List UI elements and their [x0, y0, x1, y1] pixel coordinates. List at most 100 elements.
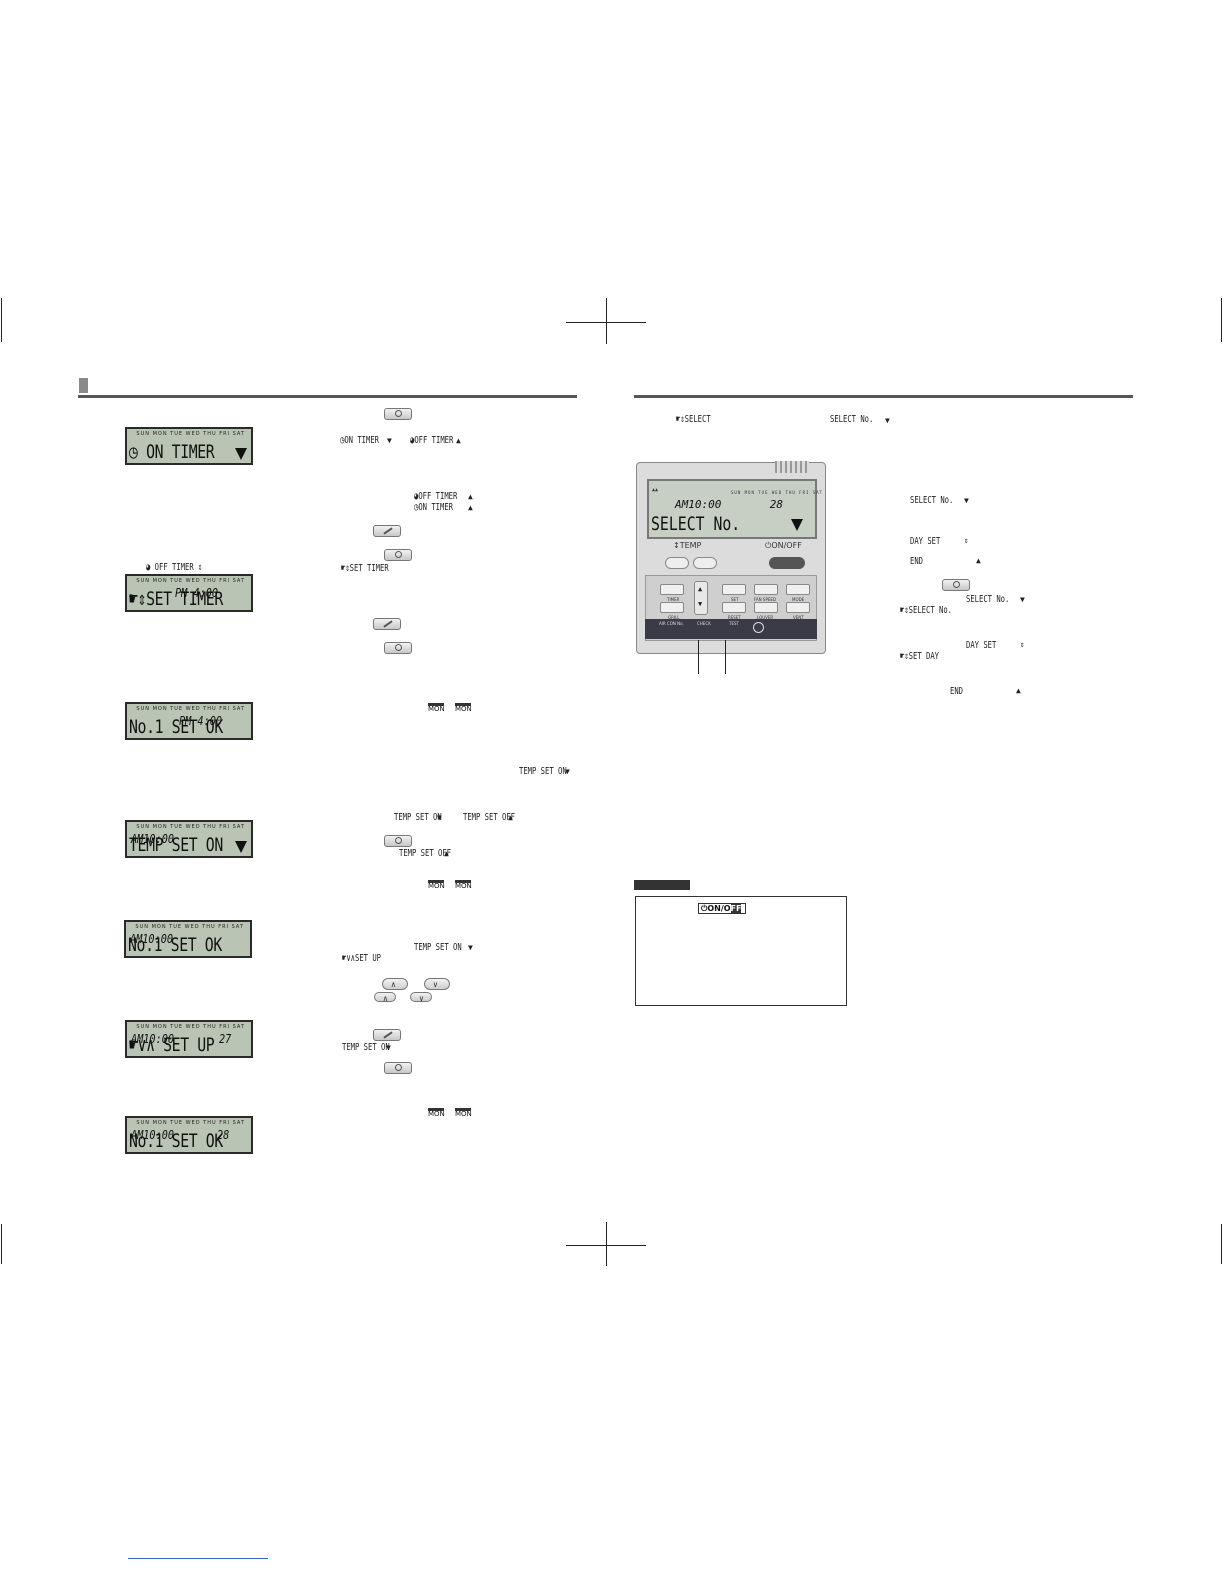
fan-speed-key[interactable]	[754, 584, 778, 595]
set-button-icon	[942, 579, 970, 591]
set-key[interactable]	[722, 584, 746, 595]
lcd-time: AM10:00	[131, 1128, 174, 1142]
select-no-label: ☛⇕SELECT No.	[900, 605, 953, 616]
vent-key[interactable]	[786, 602, 810, 613]
mon-indicator: MON	[455, 1108, 472, 1118]
temp-set-off-label: TEMP SET OFF	[399, 848, 452, 859]
off-timer-label: ◕OFF TIMER	[410, 435, 454, 446]
onoff-badge: ⏻ON/OFF	[698, 903, 746, 914]
pen-button-icon	[373, 1029, 401, 1041]
set-button-icon	[384, 835, 412, 847]
temp-up-button[interactable]	[693, 557, 717, 569]
temp-caption: ↕TEMP	[673, 541, 702, 550]
down-button-icon: ∨	[410, 992, 432, 1003]
air-con-no-label: AIR CON No.	[659, 621, 684, 626]
lcd-text: TEMP SET ON	[129, 834, 223, 856]
mon-indicator: MON	[428, 880, 445, 890]
lcd-days: SUN MON TUE WED THU FRI SAT	[136, 706, 245, 712]
timer-key[interactable]	[660, 584, 684, 595]
pen-button-icon	[373, 525, 401, 537]
lcd-text: ☛⇕SET TIMER	[129, 588, 223, 610]
down-triangle-icon	[235, 448, 247, 460]
temp-down-button[interactable]	[665, 557, 689, 569]
up-arrow-icon: ▲	[468, 503, 473, 512]
lcd-days: SUN MON TUE WED THU FRI SAT	[136, 578, 245, 584]
footer-link-line	[128, 1558, 268, 1559]
grill-key-label: GRILL	[668, 615, 680, 620]
lcd-temp: 28	[217, 1128, 230, 1142]
mode-key[interactable]	[786, 584, 810, 595]
lcd-text: ◷ ON TIMER	[129, 441, 215, 463]
set-button-icon	[384, 642, 412, 654]
lcd-time: PM 4:00	[175, 586, 218, 600]
note-box: ⏻ON/OFF	[635, 896, 847, 1006]
day-set-label: DAY SET	[966, 640, 997, 651]
vent-key-label: VENT	[793, 615, 804, 620]
down-triangle-icon	[791, 519, 803, 531]
brand-logo: ▲▲	[652, 487, 659, 493]
remote-days: SUN MON TUE WED THU FRI SAT	[731, 490, 824, 495]
lcd-days: SUN MON TUE WED THU FRI SAT	[136, 1120, 245, 1126]
up-down-select-button[interactable]: ▲▼	[694, 581, 708, 615]
crop-mark-left-top	[1, 298, 2, 342]
louver-key[interactable]	[754, 602, 778, 613]
up-button-icon: ∧	[382, 978, 408, 990]
on-timer-label: ◷ON TIMER	[414, 502, 454, 513]
speaker-grill	[775, 461, 809, 473]
onoff-caption: ⏻ON/OFF	[765, 541, 802, 550]
remote-display-text: SELECT No.	[651, 513, 741, 535]
up-arrow-icon: ▲	[456, 436, 461, 445]
callout-line-1	[698, 640, 699, 674]
down-button-icon: ∨	[424, 978, 450, 990]
fan-speed-key-label: FAN SPEED	[754, 597, 777, 602]
temp-set-on-label: TEMP SET ON	[414, 942, 462, 953]
mon-indicator: MON	[455, 703, 472, 713]
lcd-set-ok-1: SUN MON TUE WED THU FRI SAT PM 4:00 No.1…	[125, 702, 253, 740]
grill-key[interactable]	[660, 602, 684, 613]
set-button-icon	[384, 549, 412, 561]
lcd-set-timer: SUN MON TUE WED THU FRI SAT PM 4:00 ☛⇕SE…	[125, 574, 253, 612]
crop-mark-right-top	[1221, 298, 1222, 342]
mon-indicator: MON	[455, 880, 472, 890]
up-arrow-icon: ▲	[1016, 686, 1021, 695]
day-set-label: DAY SET	[910, 536, 941, 547]
up-arrow-icon: ▲	[468, 492, 473, 501]
lcd-time: PM 4:00	[179, 714, 222, 728]
up-button-icon: ∧	[374, 992, 396, 1003]
set-key-label: SET	[731, 597, 739, 602]
pen-button-icon	[373, 618, 401, 630]
down-triangle-icon	[235, 841, 247, 853]
up-arrow-icon: ▲	[444, 849, 449, 858]
set-timer-label: ☛⇕SET TIMER	[341, 563, 389, 574]
temp-set-off-label: TEMP SET OFF	[463, 812, 516, 823]
temp-set-on-label: TEMP SET ON	[519, 766, 567, 777]
reset-key[interactable]	[722, 602, 746, 613]
select-no-label: SELECT No.	[910, 495, 954, 506]
crop-mark-center-top-v	[606, 298, 607, 344]
lcd-on-timer: SUN MON TUE WED THU FRI SAT ◷ ON TIMER	[125, 427, 253, 465]
lcd-days: SUN MON TUE WED THU FRI SAT	[136, 431, 245, 437]
remote-controller: ▲▲ SUN MON TUE WED THU FRI SAT AM10:00 2…	[636, 461, 826, 654]
lcd-set-ok-2: SUN MON TUE WED THU FRI SAT AM10:00 No.1…	[124, 920, 252, 958]
mon-indicator: MON	[428, 703, 445, 713]
onoff-button[interactable]	[769, 557, 805, 569]
louver-key-label: LOUVER	[757, 615, 774, 620]
section-marker	[79, 378, 88, 393]
lcd-time: AM10:00	[131, 1032, 174, 1046]
lcd-time: AM10:00	[131, 832, 174, 846]
temp-set-on-label: TEMP SET ON	[342, 1042, 390, 1053]
set-up-label: ☛∨∧SET UP	[342, 953, 382, 964]
down-arrow-icon: ▼	[964, 496, 969, 505]
reset-key-label: RESET	[728, 615, 741, 620]
end-label: END	[910, 556, 924, 567]
lcd-text: No.1 SET OK	[129, 1130, 223, 1152]
up-arrow-icon: ▲	[976, 556, 981, 565]
select-no-label: SELECT No.	[966, 594, 1010, 605]
lcd-time: AM10:00	[130, 932, 173, 946]
up-down-arrow-icon: ⇕	[964, 536, 969, 545]
down-arrow-icon: ▼	[437, 813, 442, 822]
select-label: ☛⇕SELECT	[676, 414, 711, 425]
set-button-icon	[384, 1062, 412, 1074]
on-timer-label: ◷ON TIMER	[340, 435, 380, 446]
callout-line-2	[725, 640, 726, 674]
